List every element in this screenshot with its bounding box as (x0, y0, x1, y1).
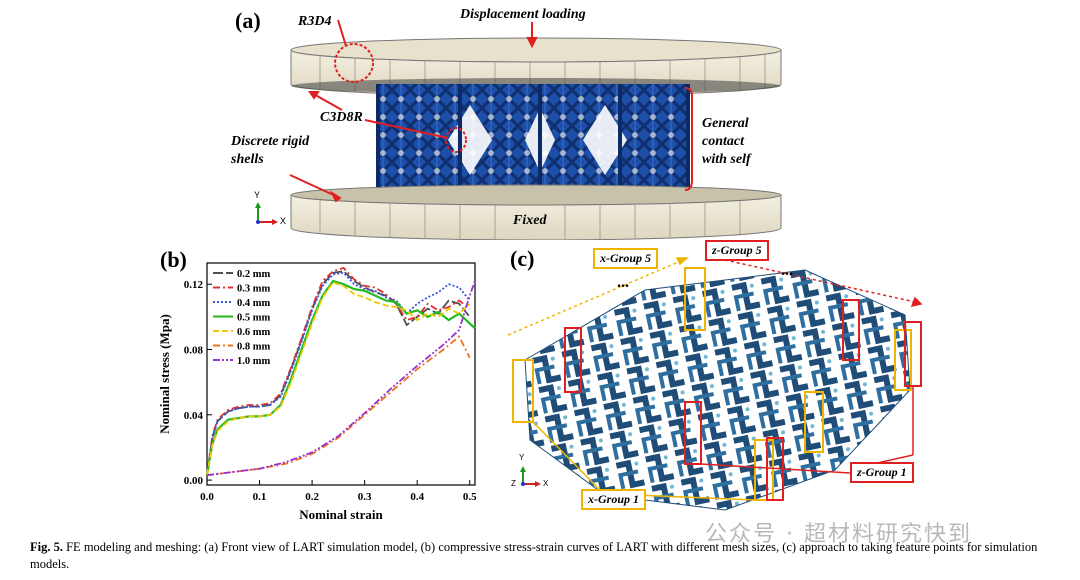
panel-a: (a) R3D4 Displacement loading C3D8R Disc… (230, 0, 830, 240)
legend-label: 0.5 mm (237, 313, 270, 324)
label-fixed: Fixed (513, 213, 547, 228)
x-tick-label: 0.2 (305, 491, 319, 503)
bottom-rigid-plate (290, 184, 782, 240)
legend-label: 0.6 mm (237, 327, 270, 338)
panel-a-letter: (a) (235, 8, 261, 33)
label-r3d4: R3D4 (298, 14, 332, 29)
figure-caption: Fig. 5. FE modeling and meshing: (a) Fro… (30, 539, 1060, 573)
y-tick-label: 0.12 (184, 279, 204, 291)
caption-label: Fig. 5. (30, 540, 63, 554)
label-with-self: with self (702, 152, 751, 167)
y-axis-label: Nominal stress (Mpa) (157, 314, 172, 434)
axis-x-label-a: X (280, 216, 287, 226)
series-line-0-2-mm (206, 270, 471, 476)
axis-y-label-c: Y (519, 453, 525, 462)
x-tick-label: 0.0 (200, 491, 214, 503)
axis-z-label-c: Z (511, 479, 516, 488)
lattice-structure (376, 84, 690, 194)
x-group-5-label: x-Group 5 (593, 248, 659, 269)
series-line-0-5-mm (205, 279, 476, 476)
series-line-1-0-mm (206, 280, 476, 477)
y-tick-label: 0.04 (184, 410, 204, 422)
panel-c: (c) x-Group 5 z-Group 5 x-Group 1 z-Grou… (505, 240, 935, 525)
stress-strain-chart: 0.0 0.1 0.2 0.3 0.4 0.5 0.00 0.04 0.08 0.12Nomina… (157, 262, 477, 522)
legend-label: 0.4 mm (237, 298, 270, 309)
plot-frame (206, 262, 476, 486)
panel-b-letter: (b) (160, 247, 187, 272)
series-line-0-3-mm (206, 266, 471, 476)
axis-y-label-a: Y (254, 190, 261, 200)
panel-a-illustration (255, 19, 782, 240)
axis-triad-c (520, 466, 541, 487)
z-group-1-label: z-Group 1 (850, 462, 914, 483)
series-line-0-6-mm (206, 281, 471, 476)
axis-x-label-c: X (543, 479, 549, 488)
legend-label: 1.0 mm (237, 356, 270, 367)
ellipsis-left: ... (617, 274, 629, 291)
panel-c-letter: (c) (510, 246, 535, 271)
annotations-a (289, 19, 693, 203)
caption-text: FE modeling and meshing: (a) Front view … (30, 540, 1038, 571)
label-displacement-loading: Displacement loading (460, 7, 586, 22)
label-general: General (702, 116, 749, 131)
x-group-1-label: x-Group 1 (581, 489, 647, 510)
label-c3d8r: C3D8R (320, 110, 363, 125)
lattice-3d-body (524, 269, 911, 511)
x-tick-label: 0.3 (358, 491, 372, 503)
z-group-5-label: z-Group 5 (705, 240, 769, 261)
label-shells: shells (231, 152, 264, 167)
legend-label: 0.2 mm (237, 269, 270, 280)
x-tick-label: 0.4 (410, 491, 424, 503)
watermark-text: 公众号 · 超材料研究快到 (705, 522, 972, 547)
y-tick-label: 0.00 (184, 475, 204, 487)
axis-triad-a (255, 202, 278, 225)
x-axis-label: Nominal strain (299, 507, 383, 522)
legend-label: 0.3 mm (237, 284, 270, 295)
y-tick-label: 0.08 (184, 345, 204, 357)
legend-label: 0.8 mm (237, 342, 270, 353)
label-contact: contact (702, 134, 744, 149)
label-discrete-rigid: Discrete rigid (231, 134, 310, 149)
ellipsis-right: ... (781, 262, 793, 279)
x-tick-label: 0.5 (463, 491, 477, 503)
x-tick-label: 0.1 (253, 491, 267, 503)
